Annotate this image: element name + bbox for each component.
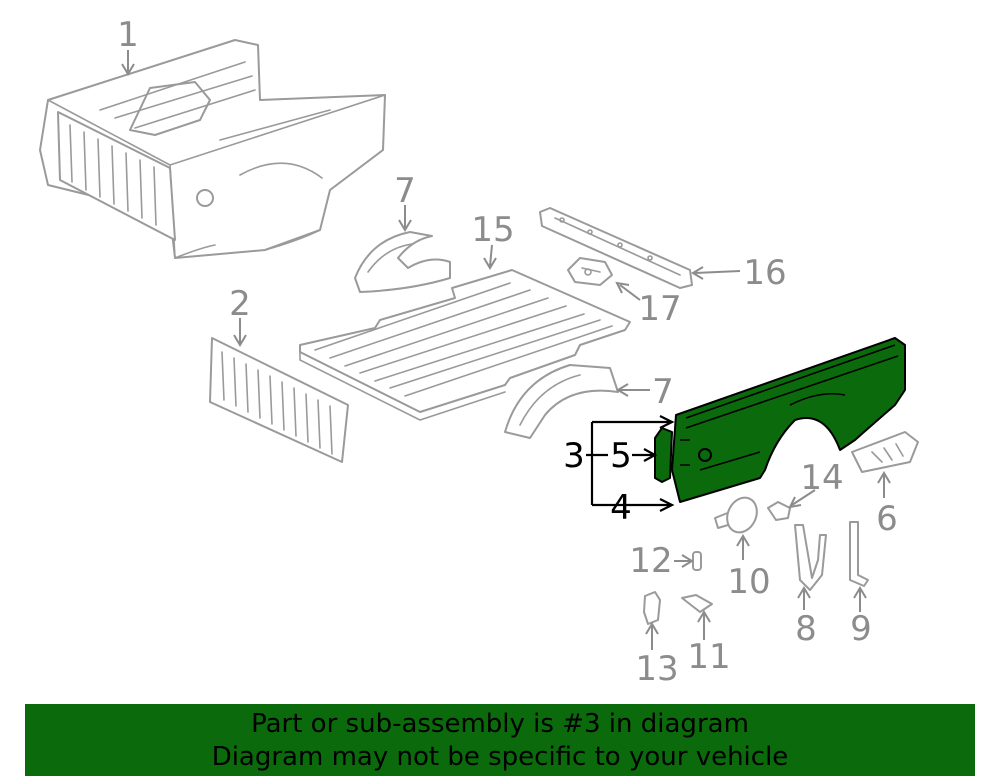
- leader-lines-highlight: [586, 415, 675, 512]
- part-9-rod: [849, 521, 869, 587]
- callout-7-lower: 7: [652, 372, 674, 412]
- callout-11: 11: [687, 637, 730, 677]
- callout-12: 12: [629, 541, 672, 581]
- part-5-seal: [654, 427, 673, 483]
- callout-10: 10: [727, 562, 770, 602]
- banner-line-1: Part or sub-assembly is #3 in diagram: [251, 709, 749, 739]
- part-12-clip: [692, 551, 702, 571]
- part-13-latch: [643, 591, 661, 625]
- callout-8: 8: [795, 609, 817, 649]
- part-3-side-panel-highlighted: [671, 337, 906, 503]
- part-17-bracket: [567, 257, 613, 286]
- part-8-bracket: [794, 524, 827, 591]
- callout-17: 17: [638, 289, 681, 329]
- callout-16: 16: [743, 253, 786, 293]
- part-6-step-pad: [851, 431, 919, 473]
- banner-line-2: Diagram may not be specific to your vehi…: [211, 742, 789, 772]
- leader-lines: [121, 50, 891, 650]
- callout-1: 1: [117, 15, 139, 55]
- part-14-fastener: [767, 501, 791, 521]
- part-2-tailgate: [209, 337, 349, 463]
- callout-7-upper: 7: [394, 171, 416, 211]
- part-16-crossmember: [539, 207, 693, 289]
- callout-3: 3: [563, 436, 585, 476]
- info-banner: Part or sub-assembly is #3 in diagram Di…: [25, 704, 975, 776]
- callout-14: 14: [800, 458, 843, 498]
- callout-5: 5: [610, 436, 632, 476]
- part-15-floor-panel: [299, 269, 631, 421]
- callout-6: 6: [876, 499, 898, 539]
- callout-13: 13: [635, 649, 678, 689]
- part-10-fuel-door: [714, 496, 758, 534]
- callout-15: 15: [471, 210, 514, 250]
- parts-diagram: 1 7 15 16 17 2 7 3 5 4 14 6 12 10 8 9 11…: [39, 15, 919, 689]
- callout-9: 9: [850, 609, 872, 649]
- part-7-lower-wheelhouse: [504, 364, 619, 439]
- callout-4: 4: [610, 488, 632, 528]
- part-11-bolt: [681, 594, 713, 613]
- callout-2: 2: [229, 284, 251, 324]
- part-1-pickup-box: [39, 39, 386, 259]
- part-7-upper-wheelhouse: [354, 231, 451, 293]
